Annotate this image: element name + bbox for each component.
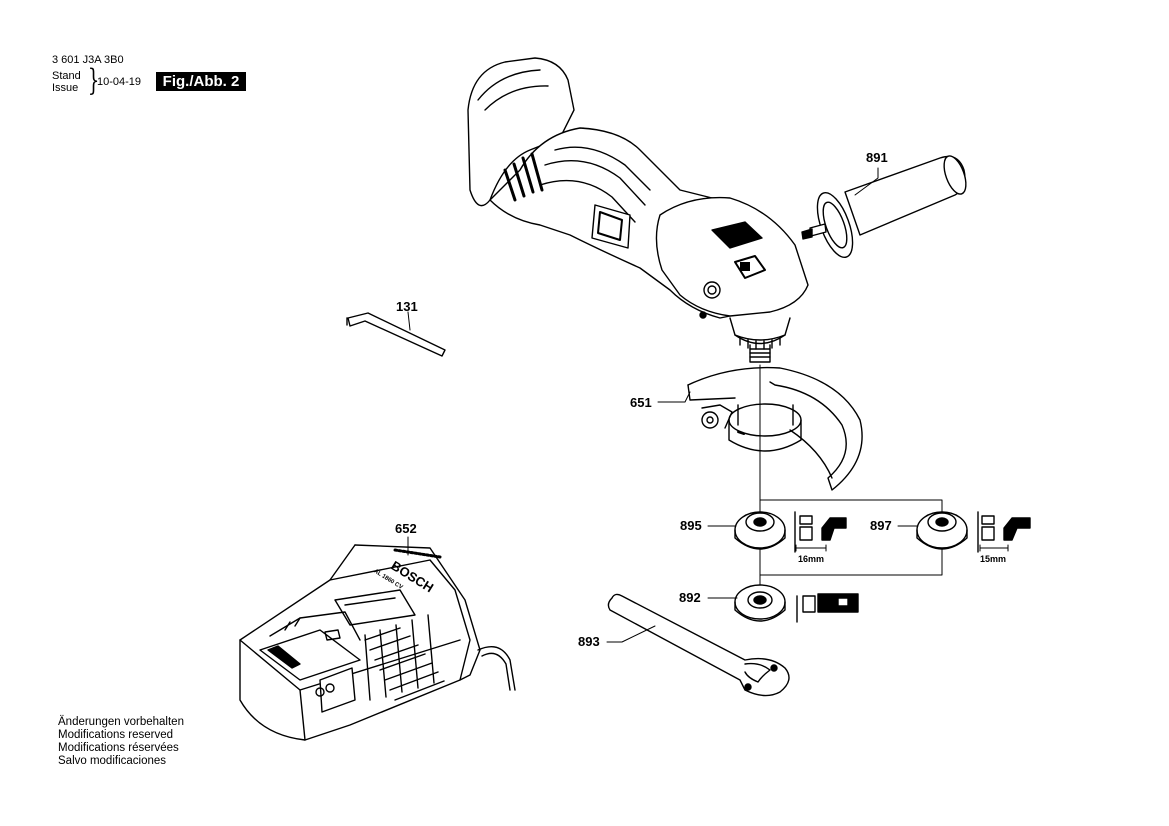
hex-key-drawing bbox=[346, 312, 446, 357]
side-handle-drawing bbox=[801, 155, 967, 259]
document-number: 3 601 J3A 3B0 bbox=[52, 54, 124, 66]
part-label-891: 891 bbox=[866, 150, 888, 165]
part-label-651: 651 bbox=[630, 395, 652, 410]
stand-label: Stand bbox=[52, 70, 81, 82]
angle-grinder-drawing bbox=[467, 57, 809, 363]
part-label-131: 131 bbox=[396, 299, 418, 314]
issue-date: 10-04-19 bbox=[97, 76, 142, 88]
dimension-895: 16mm bbox=[798, 554, 824, 564]
charger-drawing bbox=[239, 544, 516, 741]
modification-notes: Änderungen vorbehalten Modifications res… bbox=[58, 716, 184, 768]
part-label-893: 893 bbox=[578, 634, 600, 649]
figure-label: Fig./Abb. 2 bbox=[156, 72, 246, 91]
brace-icon: } bbox=[87, 63, 100, 98]
part-label-652: 652 bbox=[395, 521, 417, 536]
note-english: Modifications reserved bbox=[58, 729, 174, 741]
note-spanish: Salvo modificaciones bbox=[58, 755, 167, 767]
part-label-895: 895 bbox=[680, 518, 702, 533]
dimension-897: 15mm bbox=[980, 554, 1006, 564]
note-french: Modifications réservées bbox=[58, 742, 179, 754]
part-label-892: 892 bbox=[679, 590, 701, 605]
flange-897-drawing bbox=[916, 511, 1031, 553]
note-german: Änderungen vorbehalten bbox=[58, 716, 184, 728]
part-label-897: 897 bbox=[870, 518, 892, 533]
issue-label: Issue bbox=[52, 82, 79, 94]
flange-895-drawing bbox=[734, 511, 847, 553]
pin-spanner-drawing bbox=[607, 593, 790, 697]
clamping-nut-drawing bbox=[734, 584, 859, 623]
wheel-guard-drawing bbox=[687, 366, 863, 491]
